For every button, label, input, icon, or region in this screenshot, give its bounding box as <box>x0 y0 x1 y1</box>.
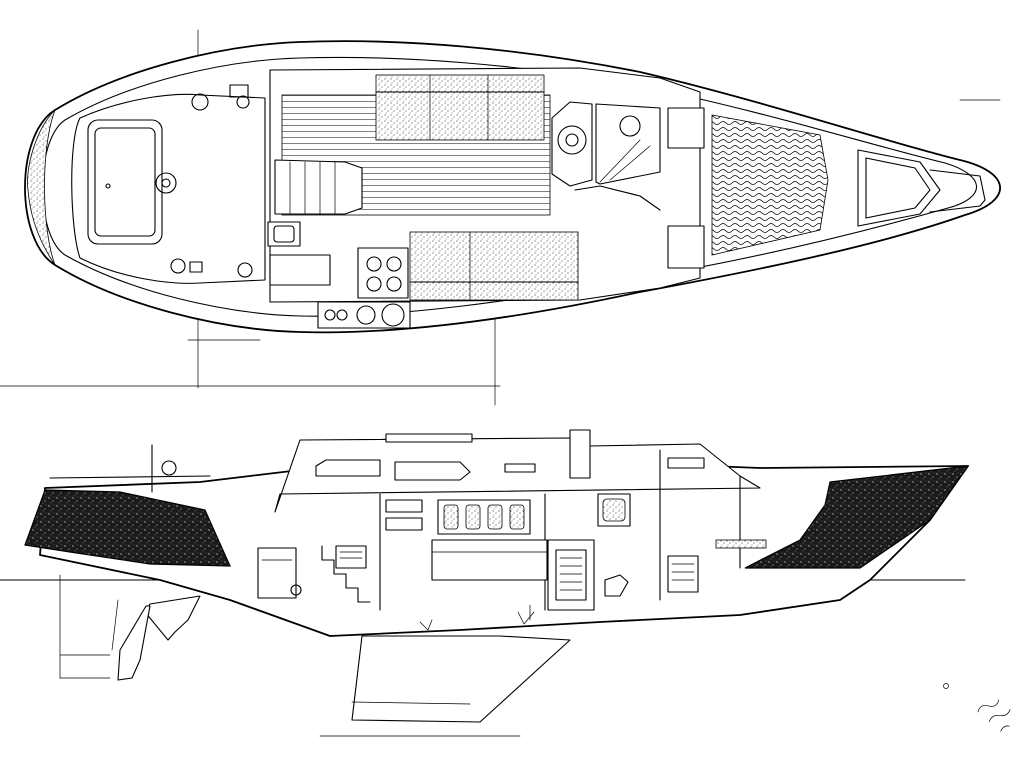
winch-icon <box>191 93 209 111</box>
porthole-icon <box>465 504 481 530</box>
toilet-icon <box>604 574 629 597</box>
stern-hull <box>24 489 231 567</box>
sounding-mark <box>517 611 535 625</box>
scribble <box>988 709 1011 722</box>
mast-stub <box>569 429 591 479</box>
porthole-icon <box>443 504 459 530</box>
cockpit <box>71 93 266 284</box>
rudder <box>117 605 151 681</box>
v-berth <box>711 114 829 256</box>
winch-icon <box>237 262 253 278</box>
cabin-window <box>667 457 705 469</box>
v-berth-profile <box>715 539 767 549</box>
skeg <box>144 595 201 641</box>
winch-icon <box>170 258 186 274</box>
locker <box>385 517 423 531</box>
mast-partition <box>574 185 661 211</box>
toilet-icon <box>557 125 587 155</box>
louvered-door <box>667 555 699 593</box>
mark <box>943 683 949 689</box>
winch-icon <box>236 95 250 109</box>
porthole-icon <box>487 504 503 530</box>
porthole-icon <box>602 498 626 522</box>
burner <box>366 256 382 272</box>
scribble <box>977 699 1000 713</box>
locker <box>385 499 423 513</box>
settee-starboard <box>409 231 579 301</box>
bow-pulpit <box>929 169 986 213</box>
cleat <box>229 84 249 98</box>
hatch-icon <box>385 433 473 443</box>
steering-pedestal <box>155 172 177 194</box>
cockpit-well <box>94 127 156 237</box>
forward-locker <box>667 107 705 149</box>
forward-locker <box>667 225 705 269</box>
cabin-window <box>315 459 381 477</box>
head-compartment <box>551 101 593 187</box>
deck-edge <box>42 56 978 317</box>
burner <box>366 276 382 292</box>
transom <box>27 109 56 266</box>
burner <box>386 276 402 292</box>
profile-view <box>0 429 970 737</box>
sounding-mark <box>419 619 433 631</box>
companionway-steps <box>321 545 371 603</box>
hatch-icon <box>857 149 941 227</box>
pushpit-rail <box>49 475 211 479</box>
porthole-icon <box>509 504 525 530</box>
locker <box>335 545 367 569</box>
settee-profile <box>431 539 548 581</box>
cabin-window <box>504 463 536 473</box>
companionway <box>274 159 363 215</box>
keel <box>351 635 571 723</box>
galley-counter <box>269 254 331 286</box>
settee-port <box>375 74 545 141</box>
handwritten-annotation <box>977 699 1011 732</box>
plan-view <box>0 29 1001 406</box>
cleat <box>189 261 203 273</box>
bow-hull <box>744 465 970 569</box>
hanging-locker <box>595 103 661 185</box>
burner <box>386 256 402 272</box>
cabin-window <box>394 461 471 481</box>
winch-icon <box>161 460 177 476</box>
stove-icon <box>357 247 409 299</box>
louvered-door <box>555 549 587 601</box>
drain <box>105 183 111 189</box>
scribble <box>1000 725 1010 732</box>
compass <box>161 178 171 188</box>
engine <box>257 547 297 599</box>
